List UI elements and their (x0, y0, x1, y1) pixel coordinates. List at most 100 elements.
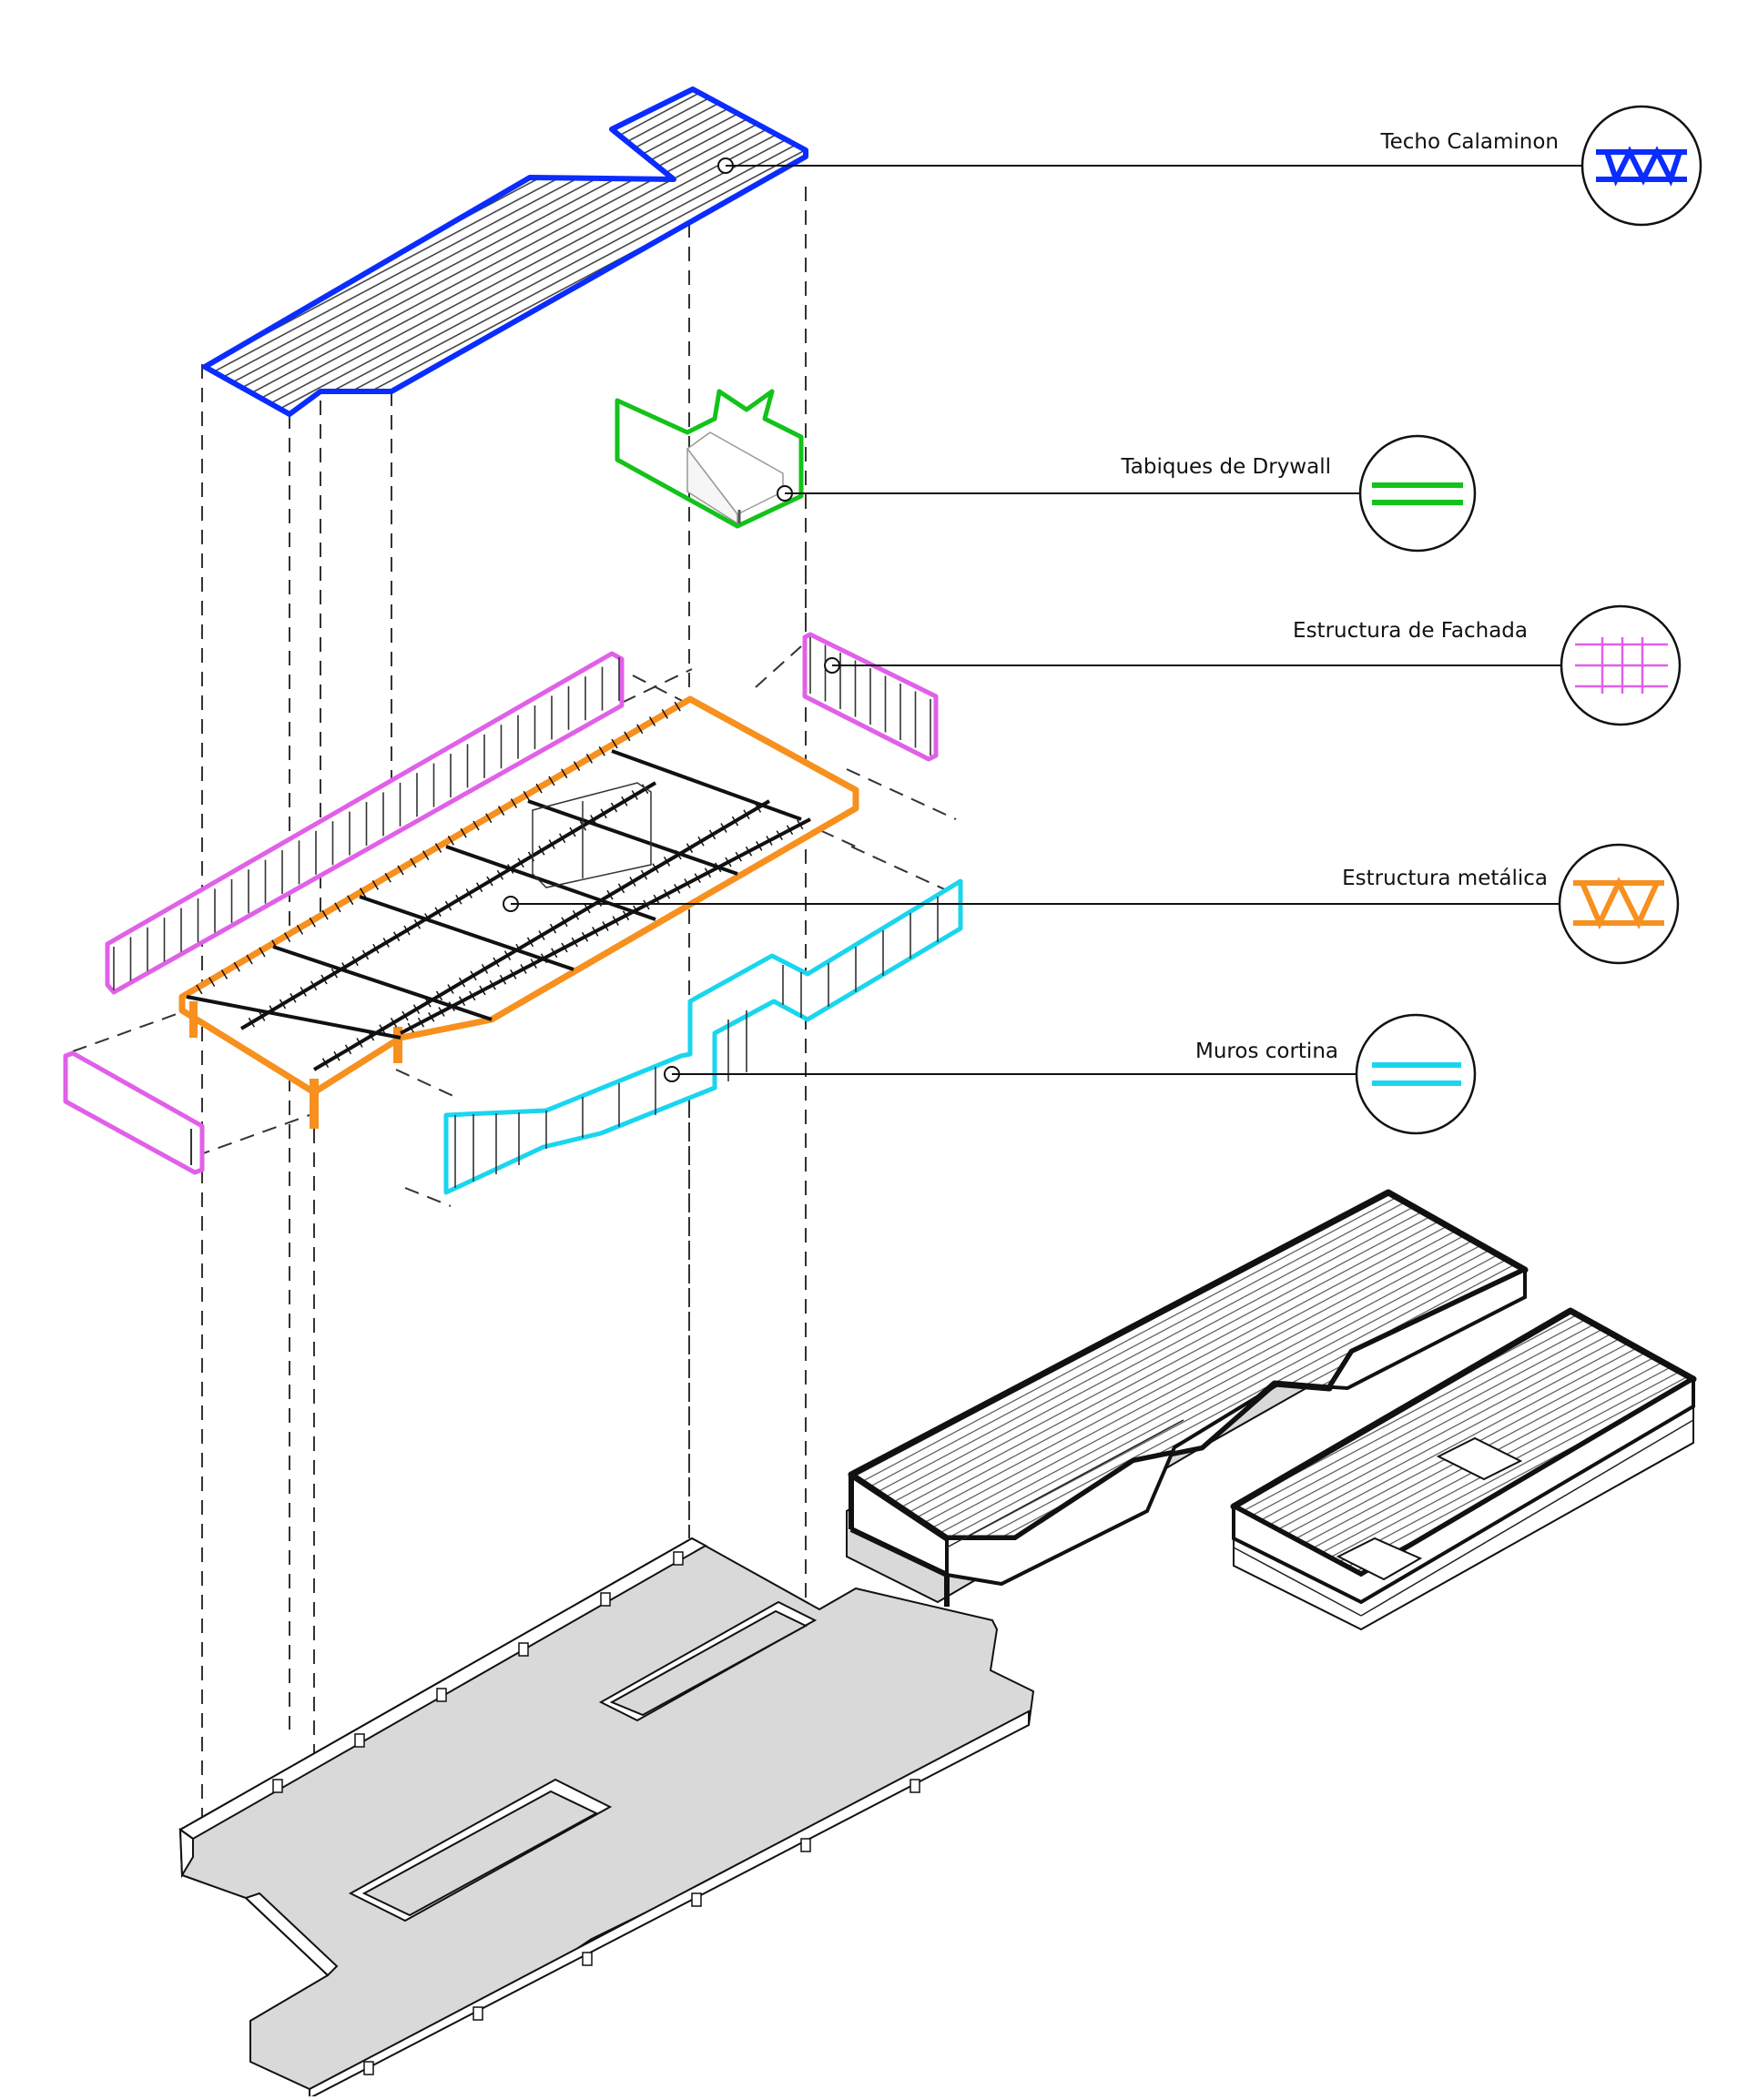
truss-tick (259, 947, 266, 958)
truss-tick (686, 843, 694, 854)
truss-tick (401, 1010, 409, 1021)
truss-tick (735, 851, 742, 862)
column-post (473, 2006, 483, 2021)
truss-tick (503, 950, 512, 961)
truss-tick (675, 849, 682, 860)
truss-tick (720, 823, 727, 833)
truss-tick (653, 894, 660, 905)
truss-tick (475, 882, 483, 893)
truss-tick (684, 878, 691, 888)
truss-tick (725, 857, 732, 867)
truss-tick (611, 738, 618, 749)
truss-tick (447, 984, 454, 994)
column-post (354, 1733, 365, 1748)
legend-label-curtain: Muros cortina (1195, 1040, 1338, 1063)
truss-tick (428, 1011, 435, 1022)
truss-tick (444, 900, 452, 911)
column-post (582, 1952, 593, 1966)
truss-tick (530, 959, 537, 969)
truss-tick (526, 937, 534, 948)
truss-tick (434, 843, 442, 853)
truss-tick (460, 827, 467, 838)
drywall-partition (615, 389, 804, 529)
truss-tick (493, 957, 500, 968)
truss-tick (412, 1004, 421, 1015)
truss-tick (515, 943, 523, 954)
truss-tick (571, 937, 578, 948)
truss-tick (424, 997, 432, 1008)
truss-tick (422, 850, 430, 861)
truss-tick (196, 984, 203, 995)
truss-tick (479, 985, 486, 996)
truss-tick (624, 731, 631, 742)
truss-tick (674, 701, 681, 712)
truss-tick (663, 888, 671, 899)
truss-tick (612, 916, 619, 927)
truss-tick (766, 836, 773, 846)
truss-tick (561, 942, 568, 953)
truss-tick (776, 830, 783, 841)
curtain-wall (443, 878, 963, 1195)
truss-tick (296, 925, 304, 935)
truss-tick (602, 921, 609, 931)
truss-tick (485, 813, 493, 824)
truss-tick (610, 802, 618, 813)
ground-floor-slab (178, 1537, 1034, 2100)
truss-tick (661, 708, 668, 719)
roof-panel (202, 86, 808, 417)
truss-tick (606, 889, 614, 900)
truss-tick (756, 840, 763, 851)
truss-tick (283, 932, 291, 942)
truss-tick (356, 1038, 363, 1048)
truss-icon (1573, 877, 1664, 930)
truss-tick (745, 846, 753, 857)
truss-tick (743, 809, 750, 820)
facade-right-wall (802, 632, 939, 762)
truss-tick (636, 724, 644, 735)
truss-tick (592, 926, 599, 937)
truss-tick (548, 839, 555, 849)
truss-tick (496, 869, 504, 880)
column-post (600, 1592, 611, 1607)
legend-item-curtain: Muros cortina (1195, 1013, 1477, 1135)
truss-tick (486, 876, 493, 887)
truss-tick (384, 872, 391, 883)
truss-tick (341, 962, 349, 972)
truss-tick (300, 987, 307, 997)
truss-tick (469, 990, 476, 1001)
legend-item-facade: Estructura de Fachada (1293, 604, 1682, 726)
truss-tick (438, 1007, 445, 1017)
truss-tick (371, 879, 380, 890)
truss-tick (561, 917, 568, 928)
truss-tick (754, 802, 762, 813)
truss-tick (367, 1030, 375, 1041)
truss-tick (622, 910, 630, 921)
truss-tick (520, 964, 527, 974)
legend: Techo Calaminon Tabiques de Drywall Estr… (511, 105, 1702, 1135)
truss-tick (448, 1001, 455, 1012)
truss-tick (629, 877, 636, 887)
truss-tick (510, 969, 517, 979)
double-line-icon (1372, 1062, 1461, 1086)
truss-tick (233, 961, 240, 972)
truss-tick (382, 938, 390, 948)
truss-tick (538, 930, 545, 940)
truss-tick (797, 819, 804, 830)
truss-tick (390, 1017, 398, 1028)
truss-tick (561, 768, 568, 779)
truss-tick (334, 902, 341, 913)
truss-tick (447, 835, 454, 846)
truss-tick (731, 816, 739, 827)
truss-tick (392, 931, 401, 942)
truss-tick (321, 909, 329, 920)
truss-tick (617, 883, 625, 894)
legend-label-metal: Estructura metálica (1342, 867, 1548, 890)
truss-tick (347, 895, 354, 906)
truss-tick (538, 845, 545, 856)
column-post (691, 1892, 702, 1907)
truss-tick (470, 970, 477, 981)
truss-tick (372, 943, 380, 954)
column-post (518, 1642, 529, 1657)
column-post (272, 1779, 283, 1793)
truss-tick (246, 954, 253, 965)
